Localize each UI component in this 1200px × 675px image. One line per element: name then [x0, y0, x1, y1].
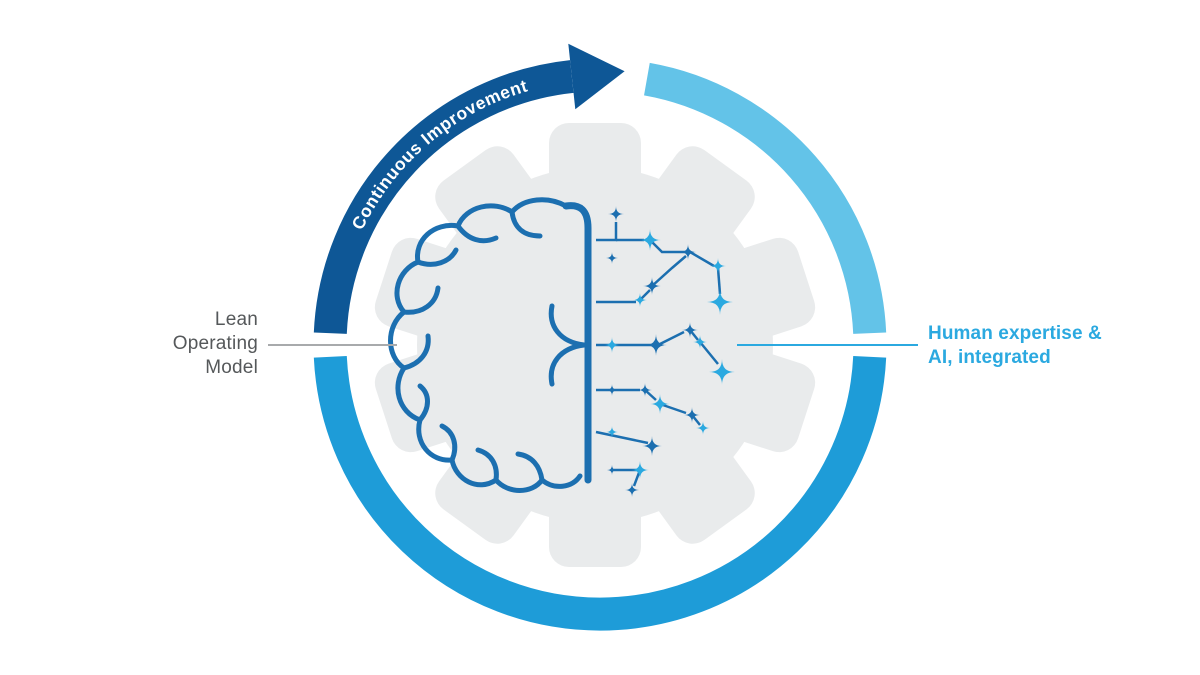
brain-divider-line [562, 202, 592, 484]
network-link [649, 239, 686, 254]
brain-fold [509, 209, 543, 239]
brain-fold [401, 333, 431, 371]
sparkle-icon [638, 383, 652, 397]
network-link [657, 330, 685, 347]
sparkle-icon [639, 229, 661, 251]
ring-segment-medium [313, 355, 887, 631]
ring-segment-light [643, 62, 887, 334]
sparkle-icon [645, 334, 667, 356]
sparkle-icon [606, 252, 618, 264]
brain-fold [439, 423, 458, 463]
sparkle-icon [606, 426, 618, 438]
sparkle-icon [643, 277, 661, 295]
human-expertise-ai-label: Human expertise & AI, integrated [928, 323, 1102, 368]
brain-fold [455, 223, 499, 244]
clockwise-arrow-icon [568, 43, 625, 110]
improvement-ring [313, 60, 887, 631]
brain-fold [415, 247, 459, 267]
brain-fold [548, 342, 587, 387]
brain-fold [515, 451, 545, 483]
ring-segment-dark [313, 60, 574, 334]
network-link [699, 341, 719, 365]
sparkle-icon [696, 421, 710, 435]
sparkle-icon [693, 335, 707, 349]
brain-fold [401, 285, 441, 315]
network-link [651, 255, 687, 287]
lean-operating-model-label: Lean Operating Model [172, 309, 258, 378]
sparkle-icon [607, 465, 617, 475]
brain-fold [417, 383, 430, 423]
brain-fold [475, 447, 499, 483]
sparkle-icon [608, 206, 624, 222]
sparkle-icon [707, 289, 733, 315]
sparkle-icon [633, 293, 647, 307]
network-link [716, 267, 722, 295]
sparkle-icon [709, 359, 735, 385]
network-link [689, 250, 715, 268]
sparkle-icon [684, 407, 700, 423]
human-brain-icon [388, 197, 592, 493]
sparkle-icon [682, 322, 698, 338]
sparkle-icon [625, 483, 639, 497]
sparkle-icon [680, 244, 696, 260]
ai-sparkles-network-icon [595, 206, 735, 497]
sparkle-icon [604, 337, 620, 353]
sparkle-icon [606, 384, 618, 396]
sparkle-icon [710, 258, 726, 274]
network-link [659, 402, 687, 415]
sparkle-icon [642, 436, 662, 456]
sparkle-icon [650, 394, 670, 414]
network-link [595, 430, 649, 445]
sparkle-icon [631, 461, 649, 479]
gear-icon [374, 123, 816, 567]
